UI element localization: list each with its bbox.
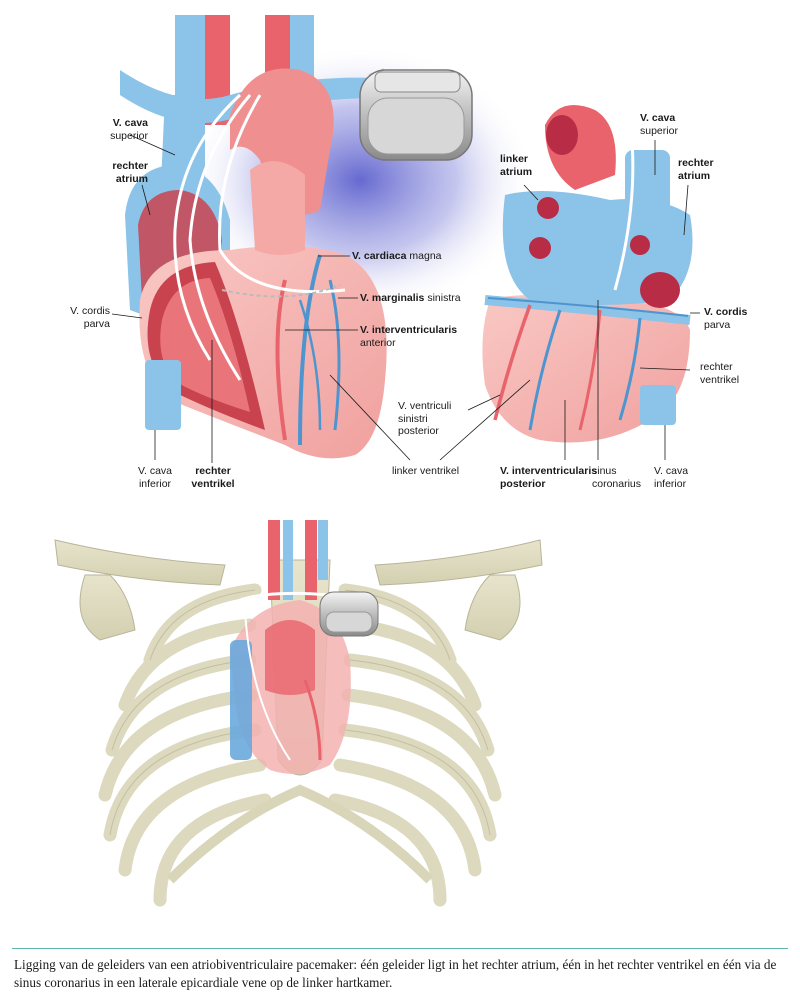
label-sinus-coronarius: sinus coronarius — [592, 465, 641, 490]
label-linker-ventrikel: linker ventrikel — [392, 465, 459, 478]
label-line: ventrikel — [700, 373, 740, 386]
label-line: linker ventrikel — [392, 465, 460, 477]
label-line: V. cava — [654, 465, 689, 477]
label-line: atrium — [115, 172, 148, 185]
label-line: superior — [640, 124, 678, 137]
label-v-marginalis-sinistra: V. marginalis sinistra — [360, 292, 461, 305]
label-v-cava-inferior-right: V. cava inferior — [654, 465, 688, 490]
label-v-cava-superior-right: V. cava superior — [640, 112, 678, 137]
label-line: atrium — [500, 165, 533, 178]
label-line: parva — [83, 317, 110, 330]
label-v-cava-inferior: V. cava inferior — [125, 465, 185, 490]
pacemaker-illustration — [54, 15, 700, 907]
label-line: inferior — [138, 477, 172, 490]
label-line: coronarius — [592, 477, 642, 490]
label-line: V. cardiaca — [352, 250, 407, 262]
label-v-cardiaca-magna: V. cardiaca magna — [352, 250, 442, 263]
caption-divider — [12, 948, 788, 949]
label-line: parva — [704, 318, 731, 331]
label-line: rechter — [112, 160, 148, 172]
label-rechter-ventrikel: rechter ventrikel — [182, 465, 244, 490]
label-line: rechter — [678, 157, 714, 169]
label-v-cava-superior: V. cava superior — [88, 117, 148, 142]
label-rechter-atrium: rechter atrium — [88, 160, 148, 185]
label-line: sinistri — [398, 412, 428, 425]
label-v-cordis-parva: V. cordis parva — [50, 305, 110, 330]
figure-caption: Ligging van de geleiders van een atriobi… — [14, 957, 777, 990]
label-line: rechter — [700, 361, 733, 373]
anterior-heart-view — [120, 15, 535, 459]
label-v-ventriculi-sinistri-posterior: V. ventriculi sinistri posterior — [398, 400, 451, 438]
label-line: magna — [406, 250, 442, 262]
label-line: rechter — [195, 465, 231, 477]
label-line: linker — [500, 153, 529, 165]
label-line: V. cava — [137, 465, 173, 477]
label-linker-atrium: linker atrium — [500, 153, 532, 178]
label-line: V. cordis — [70, 305, 110, 317]
label-line: V. interventricularis — [360, 324, 458, 336]
label-line: inferior — [654, 477, 687, 490]
label-line: V. ventriculi — [398, 400, 452, 412]
label-line: V. marginalis — [360, 292, 425, 304]
ribcage — [54, 520, 543, 907]
label-v-interventricularis-posterior: V. interventricularis posterior — [500, 465, 597, 490]
label-line: ventrikel — [191, 477, 235, 490]
label-line: sinus — [592, 465, 617, 477]
label-v-interventricularis-anterior: V. interventricularis anterior — [360, 324, 457, 349]
label-line: V. cordis — [704, 306, 748, 318]
label-line: anterior — [360, 336, 396, 349]
label-rechter-atrium-right: rechter atrium — [678, 157, 714, 182]
label-v-cordis-parva-right: V. cordis parva — [704, 306, 747, 331]
label-line: superior — [110, 129, 148, 142]
label-line: V. cava — [640, 112, 676, 124]
label-line: V. cava — [112, 117, 148, 129]
label-line: sinistra — [424, 292, 461, 304]
label-rechter-ventrikel-right: rechter ventrikel — [700, 361, 739, 386]
label-line: V. interventricularis — [500, 465, 598, 477]
label-line: posterior — [500, 477, 546, 490]
posterior-heart-view — [482, 105, 693, 443]
label-line: atrium — [678, 169, 711, 182]
label-line: posterior — [398, 425, 439, 437]
